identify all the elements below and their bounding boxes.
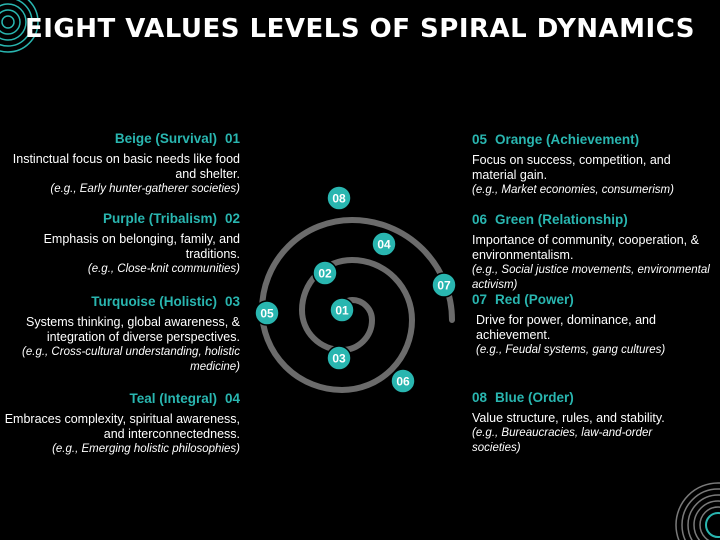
top-left-ring-decoration xyxy=(0,0,39,53)
spiral-marker-label: 08 xyxy=(332,192,346,206)
spiral-marker-label: 04 xyxy=(377,238,391,252)
level-number: 03 xyxy=(224,294,240,309)
level-example: (e.g., Early hunter-gatherer societies) xyxy=(50,183,240,195)
level-name: Blue (Order) xyxy=(495,390,574,405)
spiral-marker-label: 03 xyxy=(332,352,346,366)
level-green: 06 Green (Relationship) Importance of com… xyxy=(472,212,710,293)
level-example: (e.g., Emerging holistic philosophies) xyxy=(52,443,240,455)
level-number: 01 xyxy=(224,131,240,146)
level-purple: Purple (Tribalism) 02 Emphasis on belongi… xyxy=(0,211,240,277)
spiral-marker-label: 07 xyxy=(437,279,451,293)
spiral-marker-01: 01 xyxy=(329,297,355,323)
level-description: Systems thinking, global awareness, & in… xyxy=(26,315,240,344)
bottom-right-ring-decoration xyxy=(675,482,720,540)
spiral-marker-06: 06 xyxy=(390,368,416,394)
level-name: Orange (Achievement) xyxy=(495,132,640,147)
spiral-marker-label: 05 xyxy=(260,307,274,321)
level-number: 05 xyxy=(472,132,488,147)
level-number: 07 xyxy=(472,292,488,307)
level-blue: 08 Blue (Order) Value structure, rules, a… xyxy=(472,390,672,456)
level-example: (e.g., Feudal systems, gang cultures) xyxy=(476,344,666,356)
level-name: Red (Power) xyxy=(495,292,574,307)
level-description: Embraces complexity, spiritual awareness… xyxy=(4,412,240,441)
level-description: Drive for power, dominance, and achievem… xyxy=(476,313,656,342)
level-description: Value structure, rules, and stability. xyxy=(472,411,665,425)
level-number: 04 xyxy=(224,391,240,406)
level-turquoise: Turquoise (Holistic) 03 Systems thinking,… xyxy=(0,294,240,375)
level-teal: Teal (Integral) 04 Embraces complexity, s… xyxy=(0,391,240,457)
level-description: Instinctual focus on basic needs like fo… xyxy=(12,152,240,181)
level-number: 08 xyxy=(472,390,488,405)
spiral-marker-02: 02 xyxy=(312,260,338,286)
level-number: 06 xyxy=(472,212,488,227)
spiral-marker-label: 06 xyxy=(396,375,410,389)
spiral-marker-05: 05 xyxy=(254,300,280,326)
spiral-marker-07: 07 xyxy=(431,272,457,298)
level-name: Beige (Survival) xyxy=(114,131,217,146)
level-red: 07 Red (Power) Drive for power, dominance… xyxy=(472,292,672,358)
level-orange: 05 Orange (Achievement) Focus on success,… xyxy=(472,132,710,198)
level-description: Importance of community, cooperation, & … xyxy=(472,233,699,262)
spiral-path xyxy=(258,216,455,394)
spiral-marker-label: 02 xyxy=(318,267,332,281)
spiral-marker-04: 04 xyxy=(371,231,397,257)
level-example: (e.g., Close-knit communities) xyxy=(87,263,240,275)
level-number: 02 xyxy=(224,211,240,226)
level-example: (e.g., Market economies, consumerism) xyxy=(472,184,674,196)
level-example: (e.g., Bureaucracies, law-and-order soci… xyxy=(472,427,653,454)
level-name: Turquoise (Holistic) xyxy=(91,294,217,309)
level-name: Green (Relationship) xyxy=(495,212,628,227)
level-beige: Beige (Survival) 01 Instinctual focus on … xyxy=(0,131,240,197)
level-example: (e.g., Social justice movements, environ… xyxy=(472,264,710,291)
level-name: Purple (Tribalism) xyxy=(102,211,217,226)
page-title: EIGHT VALUES LEVELS OF SPIRAL DYNAMICS xyxy=(24,14,695,44)
level-name: Teal (Integral) xyxy=(129,391,217,406)
level-description: Focus on success, competition, and mater… xyxy=(472,153,671,182)
spiral-marker-label: 01 xyxy=(335,304,349,318)
spiral-marker-03: 03 xyxy=(326,345,352,371)
level-description: Emphasis on belonging, family, and tradi… xyxy=(43,232,240,261)
level-example: (e.g., Cross-cultural understanding, hol… xyxy=(22,346,240,373)
spiral-marker-08: 08 xyxy=(326,185,352,211)
